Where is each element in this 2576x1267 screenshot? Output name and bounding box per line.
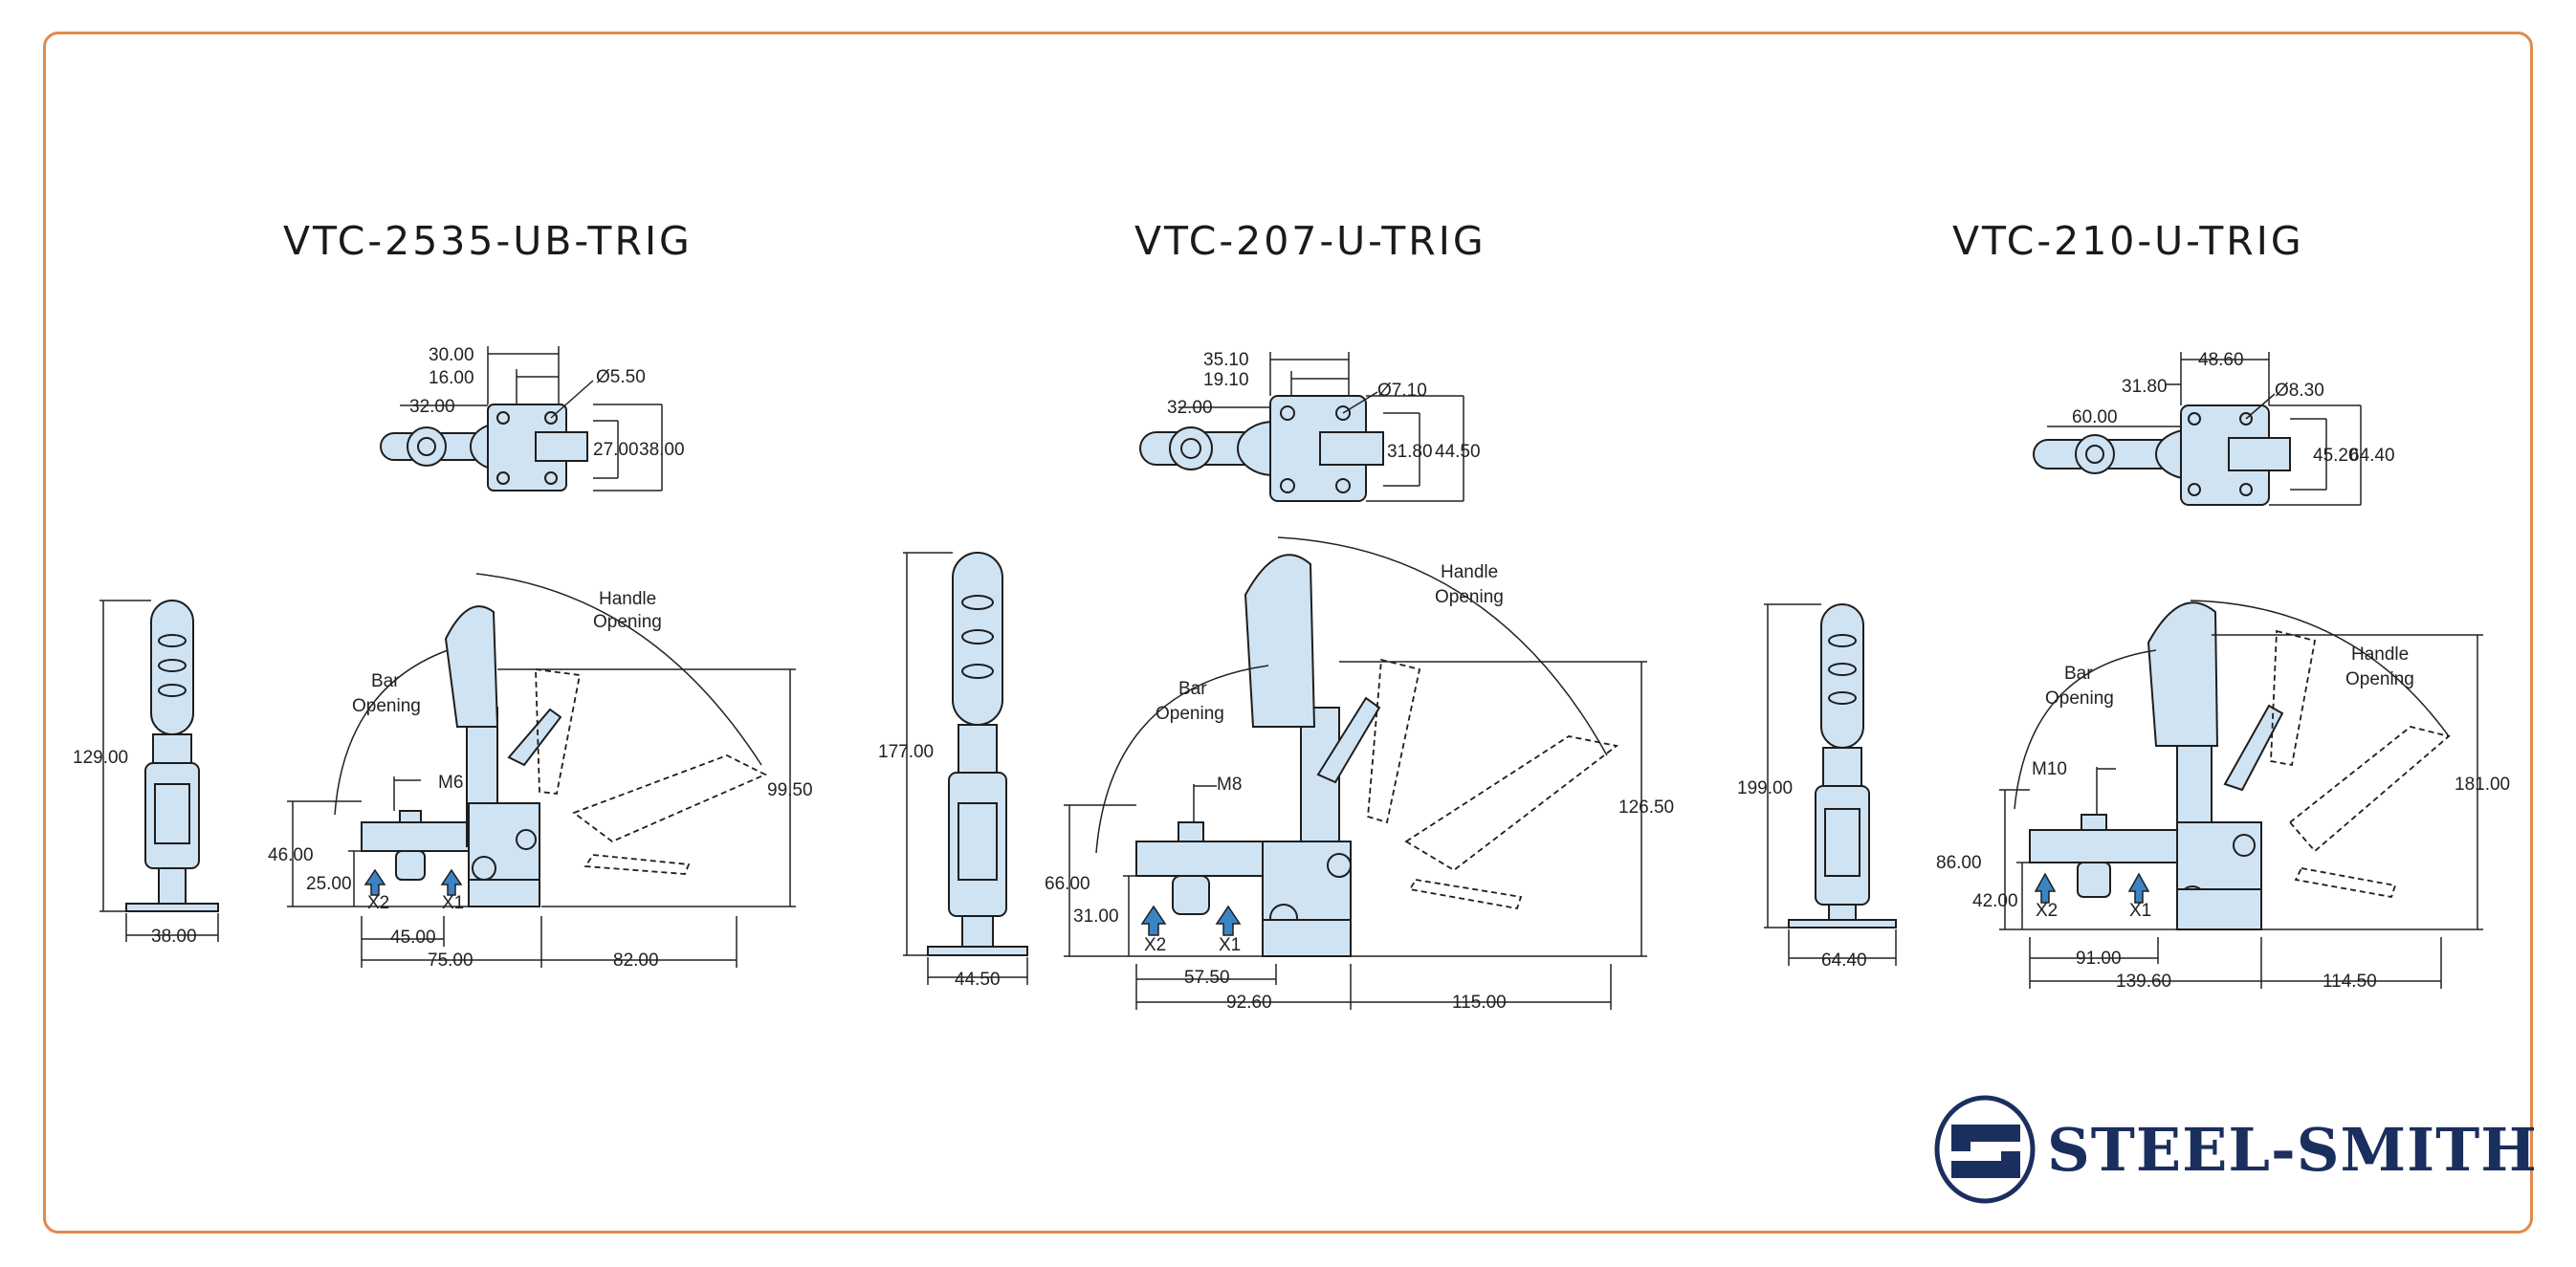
m3-label-handle: Handle [2351, 644, 2409, 665]
m1-dim-height-b: 25.00 [306, 874, 352, 894]
model-3-main-view [2029, 601, 2284, 930]
m1-top-dim-hole: Ø5.50 [596, 367, 646, 387]
m3-dim-height-b: 42.00 [1972, 891, 2018, 911]
m2-side-width: 44.50 [955, 970, 1001, 990]
m2-label-handle-opening: Opening [1435, 587, 1504, 607]
m1-top-dim-c: 32.00 [409, 397, 455, 417]
m1-top-dim-e: 38.00 [639, 440, 685, 460]
drawing-frame [43, 32, 2533, 1234]
m1-top-dim-b: 16.00 [429, 368, 474, 388]
m3-label-bar: Bar [2064, 664, 2093, 684]
m3-top-dim-c: 60.00 [2072, 407, 2118, 427]
m2-thread: M8 [1217, 775, 1242, 795]
m2-dim-width-b: 92.60 [1226, 993, 1272, 1013]
model-title-3: VTC-210-U-TRIG [1952, 218, 2304, 264]
m2-dim-width-a: 57.50 [1184, 968, 1230, 988]
m2-top-dim-d: 31.80 [1387, 442, 1433, 462]
model-2-side-view [927, 552, 1028, 956]
m2-top-dim-c: 32.00 [1167, 398, 1213, 418]
m1-label-handle-opening: Opening [593, 612, 662, 632]
model-3-drawing: 48.60 31.80 60.00 Ø8.30 45.20 64.40 199.… [1737, 350, 2510, 992]
steel-smith-logo-mark [1934, 1095, 2036, 1204]
m3-side-width: 64.40 [1821, 950, 1867, 971]
m3-thread: M10 [2032, 759, 2067, 779]
m2-label-bar-opening: Opening [1156, 704, 1224, 724]
model-2-drawing: 35.10 19.10 32.00 Ø7.10 31.80 44.50 177.… [878, 350, 1674, 1013]
m2-dim-height-c: 126.50 [1618, 797, 1674, 818]
m3-dim-height-c: 181.00 [2455, 775, 2510, 795]
m2-dim-height-a: 66.00 [1045, 874, 1090, 894]
m1-side-width: 38.00 [151, 927, 197, 947]
m3-dim-width-a: 91.00 [2076, 949, 2122, 969]
model-2-top-view [1139, 395, 1384, 502]
m1-dim-height-a: 46.00 [268, 845, 314, 865]
m3-side-height: 199.00 [1737, 778, 1793, 798]
m3-dim-width-c: 114.50 [2323, 972, 2377, 992]
m1-label-x1: X1 [442, 893, 464, 913]
m2-dim-height-b: 31.00 [1073, 907, 1119, 927]
m2-dim-width-c: 115.00 [1452, 993, 1507, 1013]
model-1-top-view [380, 404, 588, 492]
m1-top-dim-d: 27.00 [593, 440, 639, 460]
m1-dim-width-a: 45.00 [390, 928, 436, 948]
m3-dim-width-b: 139.60 [2116, 972, 2171, 992]
m3-top-dim-d: 45.20 [2313, 446, 2359, 466]
m3-top-dim-hole: Ø8.30 [2275, 381, 2324, 401]
m1-label-handle: Handle [599, 589, 656, 609]
m3-label-handle-opening: Opening [2345, 669, 2414, 689]
model-1-main-view [361, 605, 562, 907]
m3-top-dim-a: 48.60 [2198, 350, 2244, 370]
m2-side-height: 177.00 [878, 742, 934, 762]
model-3-top-view [2033, 404, 2291, 506]
brand-name: STEEL-SMITH [2047, 1115, 2538, 1185]
model-title-2: VTC-207-U-TRIG [1134, 218, 1486, 264]
m1-side-height: 129.00 [73, 748, 128, 768]
model-2-main-view [1135, 554, 1381, 957]
m2-top-dim-b: 19.10 [1203, 370, 1249, 390]
m1-thread: M6 [438, 773, 463, 793]
m2-label-bar: Bar [1178, 679, 1207, 699]
m2-top-dim-a: 35.10 [1203, 350, 1249, 370]
m2-top-dim-hole: Ø7.10 [1377, 381, 1427, 401]
m1-dim-width-c: 82.00 [613, 950, 659, 971]
m1-label-bar: Bar [371, 671, 400, 691]
m1-dim-height-c: 99.50 [767, 780, 813, 800]
model-1-drawing: 30.00 16.00 32.00 Ø5.50 27.00 38.00 129.… [73, 345, 813, 971]
m1-top-dim-a: 30.00 [429, 345, 474, 365]
m1-label-x2: X2 [367, 893, 389, 913]
model-3-side-view [1788, 603, 1897, 928]
m2-top-dim-e: 44.50 [1435, 442, 1481, 462]
m3-top-dim-e: 64.40 [2349, 446, 2395, 466]
m3-label-x1: X1 [2129, 901, 2151, 921]
m1-dim-width-b: 75.00 [428, 950, 473, 971]
m3-top-dim-b: 31.80 [2122, 377, 2168, 397]
m2-label-x2: X2 [1144, 935, 1166, 955]
model-1-side-view [125, 600, 219, 912]
m3-label-x2: X2 [2036, 901, 2058, 921]
m2-label-handle: Handle [1441, 562, 1498, 582]
m3-label-bar-opening: Opening [2045, 688, 2114, 709]
m2-label-x1: X1 [1219, 935, 1241, 955]
m3-dim-height-a: 86.00 [1936, 853, 1982, 873]
m1-label-bar-opening: Opening [352, 696, 421, 716]
model-title-1: VTC-2535-UB-TRIG [283, 218, 693, 264]
